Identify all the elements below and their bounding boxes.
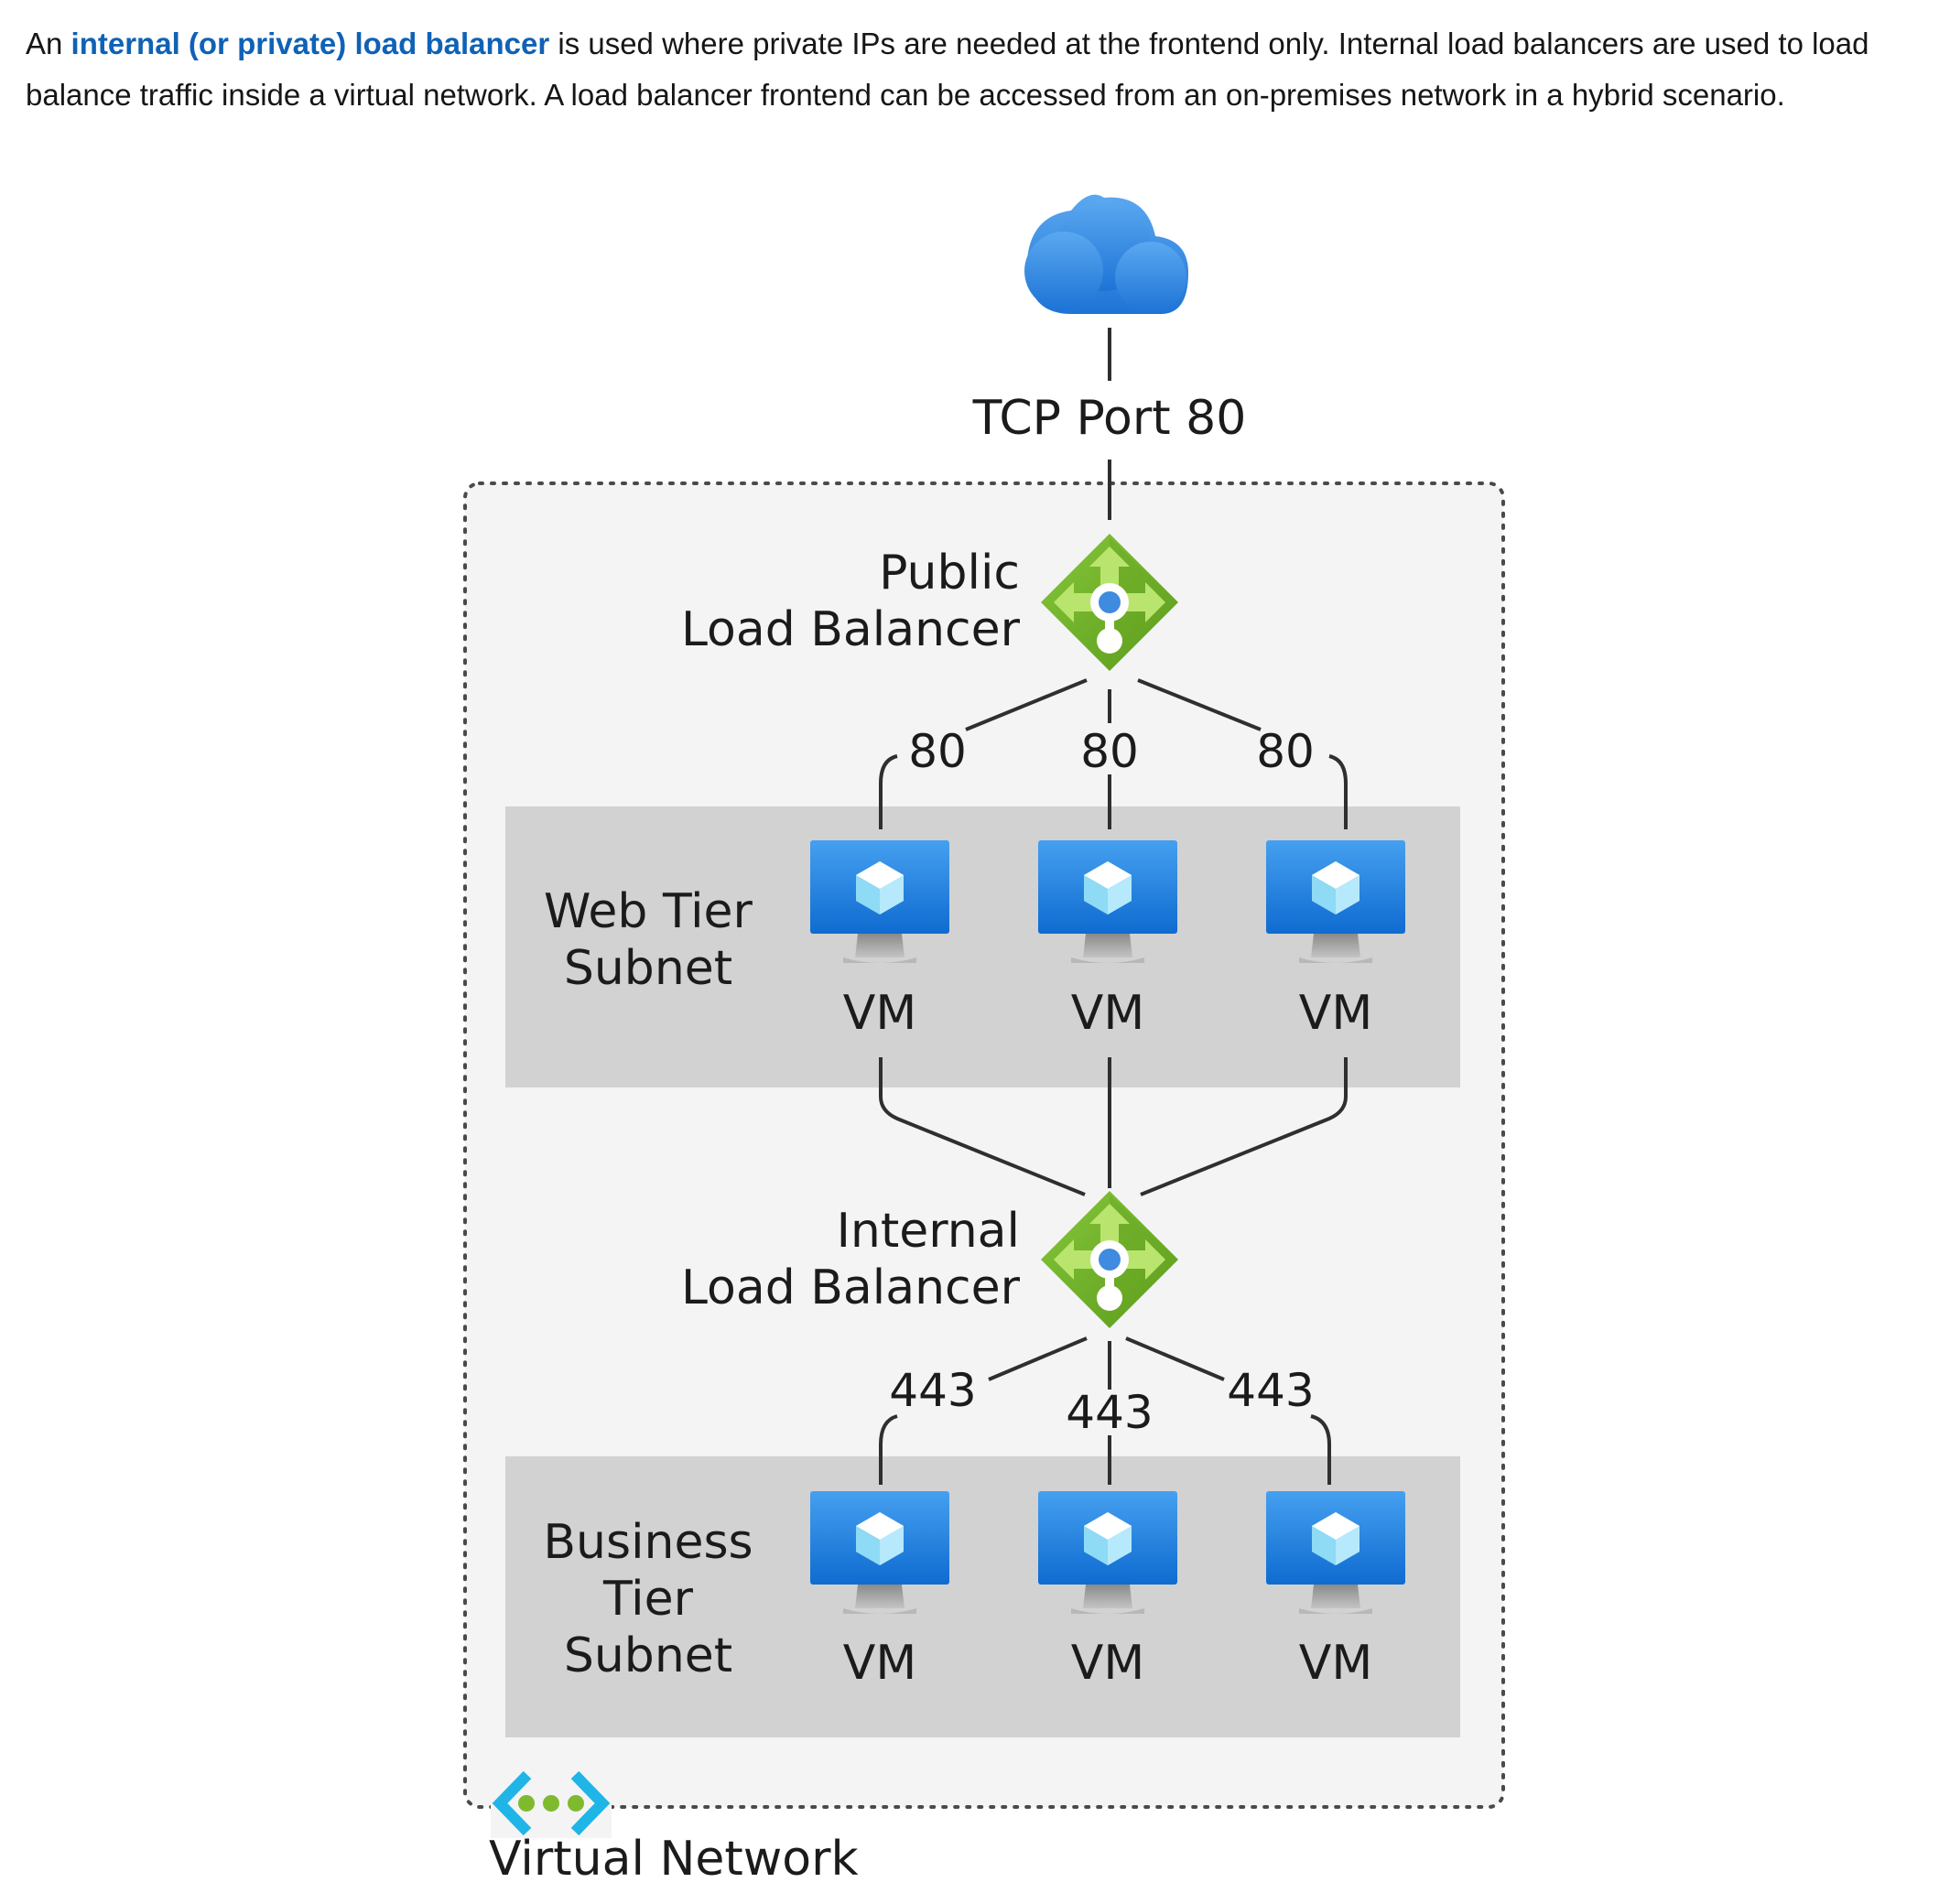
web-subnet-label-line-1: Web Tier [544, 884, 753, 939]
web-vm-1-label: VM [843, 986, 916, 1041]
internal-lb-label-line-1: Internal [837, 1204, 1020, 1259]
intro-paragraph: An internal (or private) load balancer i… [26, 18, 1921, 121]
intro-prefix: An [26, 27, 71, 60]
web-port-label-3: 80 [1256, 725, 1315, 778]
web-subnet-label-line-2: Subnet [564, 941, 732, 996]
public-lb-label-line-1: Public [879, 546, 1020, 600]
web-vm-2-label: VM [1071, 986, 1144, 1041]
internal-lb-label-line-2: Load Balancer [681, 1260, 1021, 1315]
business-port-label-3: 443 [1227, 1364, 1314, 1417]
business-vm-3-label: VM [1299, 1636, 1372, 1691]
web-port-label-2: 80 [1080, 725, 1139, 778]
public-lb-connectors [879, 678, 1348, 829]
business-vm-2-label: VM [1071, 1636, 1144, 1691]
web-to-internal-lb-connectors [879, 1057, 1348, 1196]
virtual-network-icon [491, 1765, 612, 1838]
intro-suffix: is used where private IPs are needed at … [26, 27, 1869, 112]
business-subnet-label-line-2: Tier [602, 1572, 694, 1627]
web-port-label-1: 80 [908, 725, 967, 778]
public-lb-label-line-2: Load Balancer [681, 602, 1021, 657]
business-subnet-label-line-3: Subnet [564, 1628, 732, 1683]
tcp-port-label: TCP Port 80 [972, 391, 1247, 446]
web-vm-3-label: VM [1299, 986, 1372, 1041]
internal-lb-connectors [879, 1336, 1331, 1485]
cloud-icon [1024, 194, 1188, 314]
business-vm-1-label: VM [843, 1636, 916, 1691]
internal-load-balancer-link[interactable]: internal (or private) load balancer [70, 27, 550, 60]
business-port-label-1: 443 [889, 1364, 976, 1417]
virtual-network-label: Virtual Network [489, 1832, 859, 1887]
business-subnet-label-line-1: Business [543, 1515, 753, 1570]
business-port-label-2: 443 [1066, 1386, 1153, 1439]
